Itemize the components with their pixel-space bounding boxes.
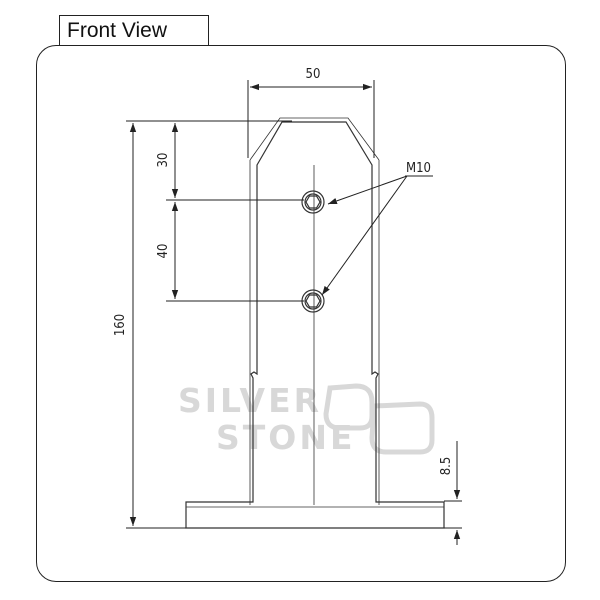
view-title: Front View xyxy=(59,15,209,45)
watermark-logo xyxy=(323,383,435,455)
watermark-line2: STONE xyxy=(216,418,356,457)
post-outline xyxy=(185,121,445,529)
watermark-line1: SILVER xyxy=(178,381,322,420)
bolt-hole-upper xyxy=(301,190,325,214)
dim-base-thickness-label: 8.5 xyxy=(439,457,454,476)
watermark: SILVER STONE xyxy=(178,381,435,457)
post-inner-edge xyxy=(249,117,380,505)
dim-top-width xyxy=(247,80,375,158)
m10-leaders xyxy=(321,175,433,296)
dim-hole-offset-label: 30 xyxy=(156,153,171,168)
dim-extension-lines xyxy=(126,120,462,529)
dim-hole-spacing-label: 40 xyxy=(156,244,171,259)
bolt-hole-lower xyxy=(301,289,325,313)
m10-callout-label: M10 xyxy=(406,161,431,176)
dim-total-height-label: 160 xyxy=(113,314,128,336)
dim-top-width-label: 50 xyxy=(306,67,321,82)
post-body xyxy=(185,117,445,529)
drawing-frame xyxy=(36,45,566,582)
